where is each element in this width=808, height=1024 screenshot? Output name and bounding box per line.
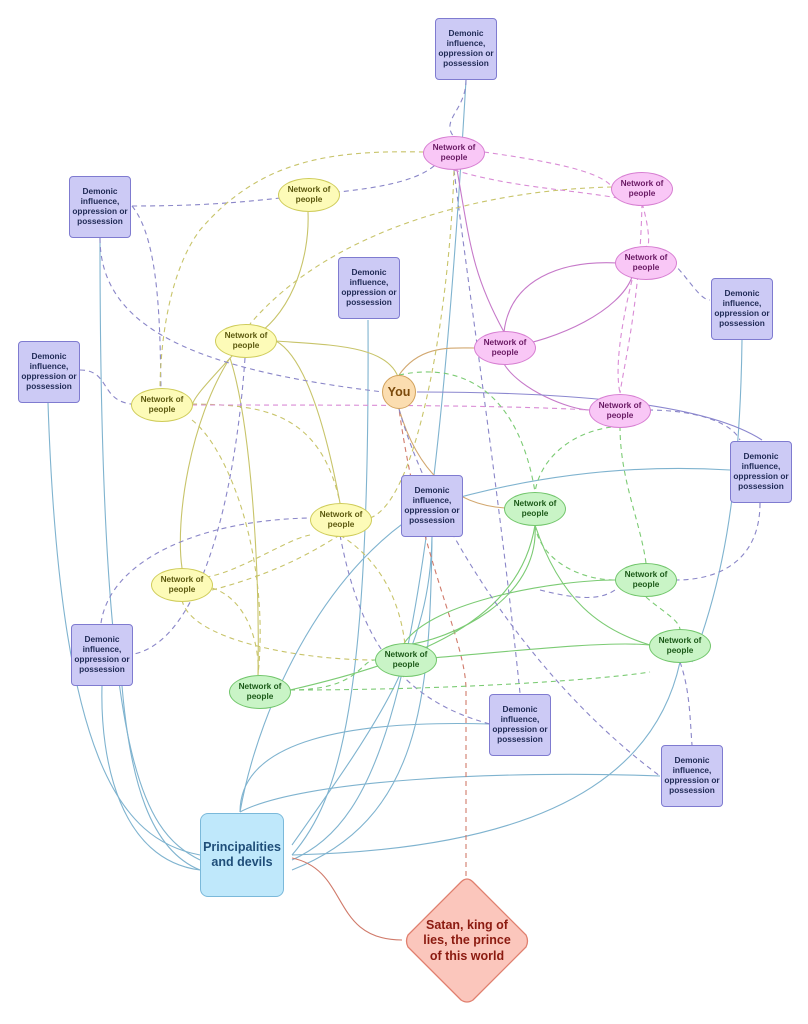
- network-pink-right[interactable]: Network of people: [615, 246, 677, 280]
- network-green-right[interactable]: Network of people: [615, 563, 677, 597]
- satan-label: Satan, king of lies, the prince of this …: [423, 917, 511, 963]
- green-solid-links: [289, 524, 651, 691]
- network-green-left[interactable]: Network of people: [229, 675, 291, 709]
- demonic-dashed-links: [79, 79, 761, 777]
- principalities-links: [47, 79, 743, 871]
- you-node[interactable]: You: [382, 375, 416, 409]
- demonic-box-center[interactable]: Demonic influence, oppression or possess…: [401, 475, 463, 537]
- network-yellow-lower[interactable]: Network of people: [151, 568, 213, 602]
- demonic-box-lower-right[interactable]: Demonic influence, oppression or possess…: [661, 745, 723, 807]
- network-pink-center[interactable]: Network of people: [474, 331, 536, 365]
- network-pink-lower[interactable]: Network of people: [589, 394, 651, 428]
- principalities-node[interactable]: Principalities and devils: [200, 813, 284, 897]
- demonic-box-upper-center[interactable]: Demonic influence, oppression or possess…: [338, 257, 400, 319]
- network-green-top[interactable]: Network of people: [504, 492, 566, 526]
- network-green-center[interactable]: Network of people: [375, 643, 437, 677]
- network-yellow-mid[interactable]: Network of people: [215, 324, 277, 358]
- diamond-shape: [405, 878, 529, 1003]
- network-yellow-top[interactable]: Network of people: [278, 178, 340, 212]
- network-green-far-right[interactable]: Network of people: [649, 629, 711, 663]
- satan-links: [291, 408, 467, 941]
- demonic-box-far-right[interactable]: Demonic influence, oppression or possess…: [730, 441, 792, 503]
- network-yellow-center[interactable]: Network of people: [310, 503, 372, 537]
- demonic-box-left[interactable]: Demonic influence, oppression or possess…: [18, 341, 80, 403]
- yellow-dashed-links: [159, 151, 613, 676]
- green-dashed-links: [289, 371, 681, 691]
- demonic-box-upper-left[interactable]: Demonic influence, oppression or possess…: [69, 176, 131, 238]
- network-yellow-left[interactable]: Network of people: [131, 388, 193, 422]
- demonic-box-lower-center[interactable]: Demonic influence, oppression or possess…: [489, 694, 551, 756]
- satan-node[interactable]: Satan, king of lies, the prince of this …: [402, 876, 532, 1006]
- network-pink-right-top[interactable]: Network of people: [611, 172, 673, 206]
- network-pink-top[interactable]: Network of people: [423, 136, 485, 170]
- demonic-box-lower-left[interactable]: Demonic influence, oppression or possess…: [71, 624, 133, 686]
- demonic-box-top[interactable]: Demonic influence, oppression or possess…: [435, 18, 497, 80]
- demonic-box-right[interactable]: Demonic influence, oppression or possess…: [711, 278, 773, 340]
